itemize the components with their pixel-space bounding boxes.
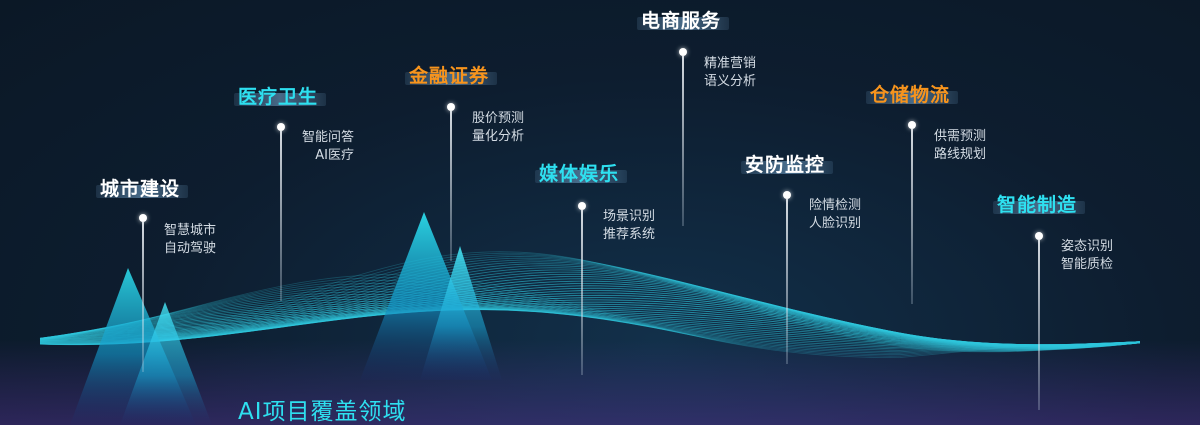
wave-lines [39,251,1141,359]
marker-dot-icon [139,214,147,222]
marker-stem [581,210,583,375]
domain-title: 仓储物流 [866,80,958,107]
domain-items: 股价预测 量化分析 [472,110,524,146]
mountains [70,212,502,425]
domain-items: 精准营销 语义分析 [704,55,756,91]
domain-title-text: 医疗卫生 [238,86,319,108]
wave-line [39,261,1141,351]
marker-stem [911,129,913,304]
domain-item: 智能质检 [1061,257,1114,272]
title-underline [637,17,729,30]
title-underline [405,72,497,85]
marker-dot-icon [1035,232,1043,240]
domain-item: 自动驾驶 [164,241,217,256]
domain-items: 智慧城市 自动驾驶 [164,222,216,258]
wave-line [39,274,1141,359]
domain-title-text: 安防监控 [745,154,826,176]
domain-title-text: 金融证券 [409,65,490,87]
domain-items: 姿态识别 智能质检 [1061,238,1113,274]
mountain-center-front [420,246,502,380]
domain-item: 险情检测 [809,198,862,213]
domain-item: 智慧城市 [164,223,217,238]
marker-stem [682,56,684,226]
marker-dot-icon [578,202,586,210]
domain-title-text: 仓储物流 [870,84,951,106]
mountain-left-front [120,302,212,425]
domain-title: 媒体娱乐 [535,159,627,186]
marker-stem [1038,240,1040,410]
domain-item: 股价预测 [472,111,525,126]
domain-items: 场景识别 推荐系统 [603,208,655,244]
title-underline [866,91,958,104]
wave-line [39,265,1141,350]
domain-item: 场景识别 [603,209,656,224]
wave-line [39,277,1141,357]
domain-items: 智能问答 AI医疗 [302,129,354,165]
wave-line [39,255,1141,352]
domain-title-text: 智能制造 [997,194,1078,216]
wave-line [39,294,1141,347]
wave-line [39,259,1141,351]
title-underline [993,201,1085,214]
domain-item: 推荐系统 [603,227,656,242]
marker-dot-icon [679,48,687,56]
domain-item: AI医疗 [315,148,355,163]
title-underline [234,93,326,106]
marker-stem [280,131,282,301]
wave-line [39,280,1141,356]
title-underline [96,185,188,198]
domain-item: 人脸识别 [809,216,862,231]
domain-item: 路线规划 [934,147,987,162]
marker-stem [142,222,144,372]
title-underline [741,161,833,174]
wave-line [39,251,1141,353]
domain-item: 量化分析 [472,129,525,144]
wave-line [39,267,1141,350]
domain-title: 安防监控 [741,150,833,177]
wave-line [39,252,1141,352]
domain-title: 电商服务 [637,6,729,33]
footer-title: AI项目覆盖领域 [238,399,407,425]
domain-item: 语义分析 [704,74,757,89]
domain-title: 金融证券 [405,61,497,88]
marker-dot-icon [783,191,791,199]
wave-line [39,254,1141,352]
marker-stem [450,111,452,261]
domain-title-text: 媒体娱乐 [539,163,620,185]
domain-title-text: 城市建设 [100,178,181,200]
title-underline [535,170,627,183]
marker-stem [786,199,788,364]
wave-line [39,263,1141,350]
domain-item: 智能问答 [302,130,355,145]
domain-title-text: 电商服务 [641,10,722,32]
domain-item: 精准营销 [704,56,757,71]
domain-item: 姿态识别 [1061,239,1114,254]
wave-line [39,257,1141,351]
marker-dot-icon [447,103,455,111]
domain-items: 险情检测 人脸识别 [809,197,861,233]
domain-title: 城市建设 [96,174,188,201]
domain-title: 医疗卫生 [234,82,326,109]
domain-items: 供需预测 路线规划 [934,128,986,164]
wave-line [39,271,1141,349]
wave-line [39,269,1141,350]
domain-title: 智能制造 [993,190,1085,217]
marker-dot-icon [277,123,285,131]
domain-item: 供需预测 [934,129,987,144]
marker-dot-icon [908,121,916,129]
